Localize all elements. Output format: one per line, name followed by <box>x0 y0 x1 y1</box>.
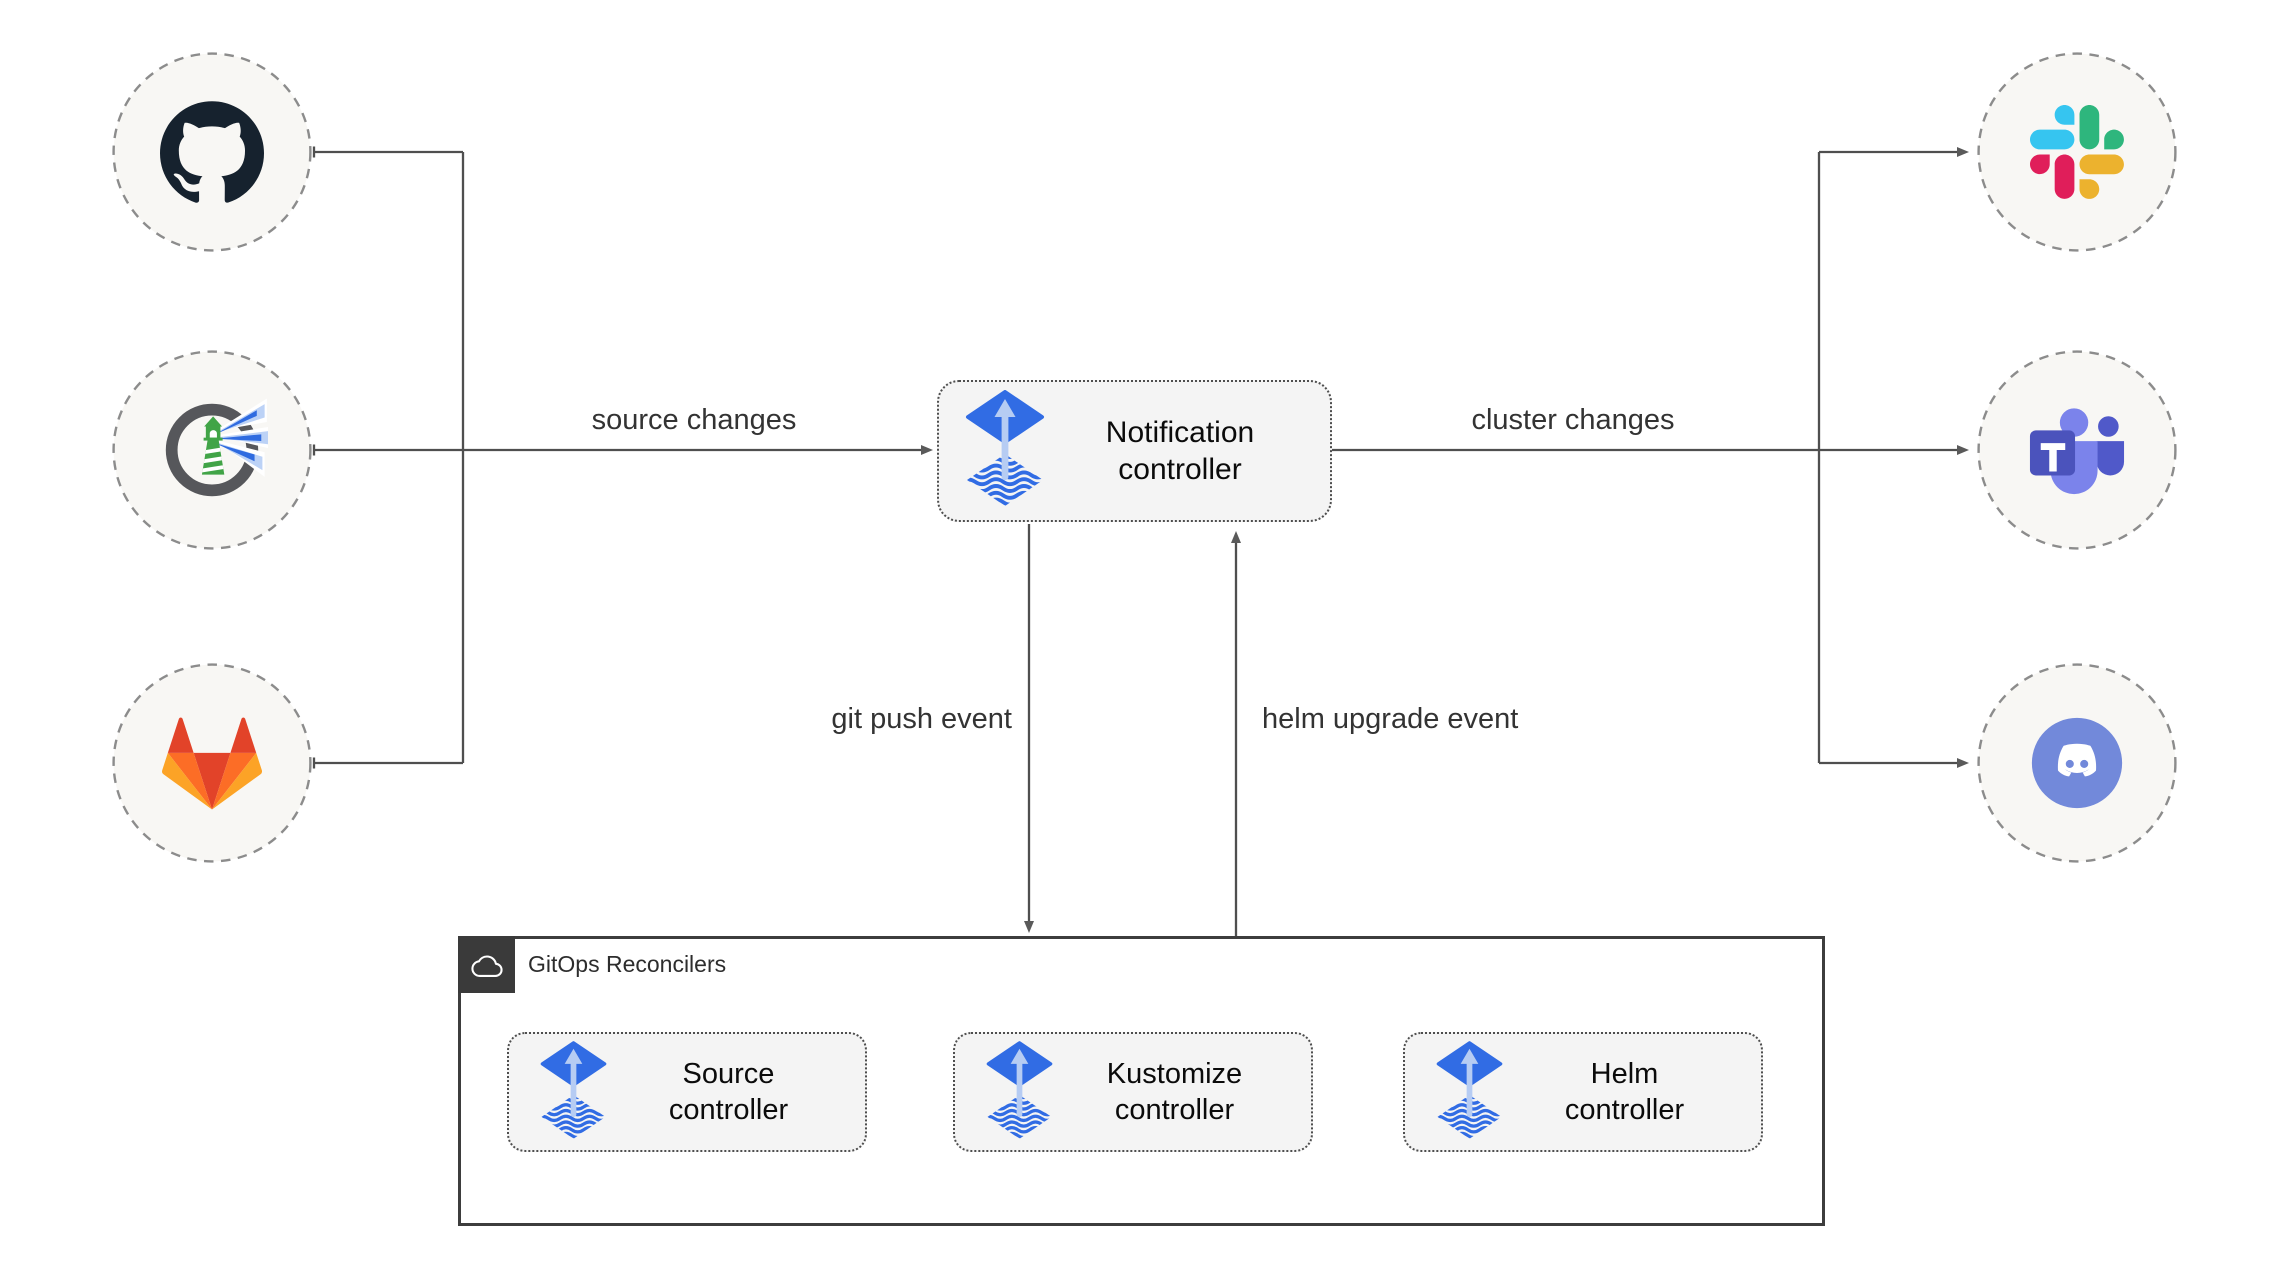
cloud-icon <box>470 954 503 977</box>
gitops-reconcilers-title: GitOps Reconcilers <box>528 951 727 977</box>
dashed-ring <box>1977 52 2177 252</box>
github-icon <box>160 101 264 203</box>
source-controller-box: Source controller <box>507 1032 867 1152</box>
gitops-reconcilers-tab <box>458 936 515 993</box>
notification-controller-label: Notification controller <box>1105 416 1255 486</box>
flux-icon <box>964 390 1046 512</box>
helm-upgrade-event-label: helm upgrade event <box>1262 703 1519 735</box>
notification-controller-box: Notification controller <box>937 380 1332 522</box>
gitlab-icon <box>162 716 262 810</box>
discord-icon <box>2031 717 2123 809</box>
source-changes-label: source changes <box>591 404 797 436</box>
kustomize-controller-box: Kustomize controller <box>953 1032 1313 1152</box>
flux-icon <box>985 1041 1054 1144</box>
target-node-discord <box>1977 663 2177 863</box>
kustomize-controller-label: Kustomize controller <box>1106 1058 1243 1126</box>
flux-icon <box>1435 1041 1504 1144</box>
flux-icon <box>539 1041 608 1144</box>
source-node-harbor <box>112 350 312 550</box>
target-node-teams <box>1977 350 2177 550</box>
target-node-slack <box>1977 52 2177 252</box>
source-node-gitlab <box>112 663 312 863</box>
source-node-github <box>112 52 312 252</box>
harbor-icon <box>165 398 268 497</box>
helm-controller-box: Helm controller <box>1403 1032 1763 1152</box>
source-controller-label: Source controller <box>668 1058 789 1126</box>
slack-icon <box>2030 105 2124 199</box>
cluster-changes-label: cluster changes <box>1471 404 1675 436</box>
teams-icon <box>2029 408 2125 495</box>
dashed-ring <box>112 52 312 252</box>
helm-controller-label: Helm controller <box>1564 1058 1685 1126</box>
git-push-event-label: git push event <box>831 703 1012 735</box>
